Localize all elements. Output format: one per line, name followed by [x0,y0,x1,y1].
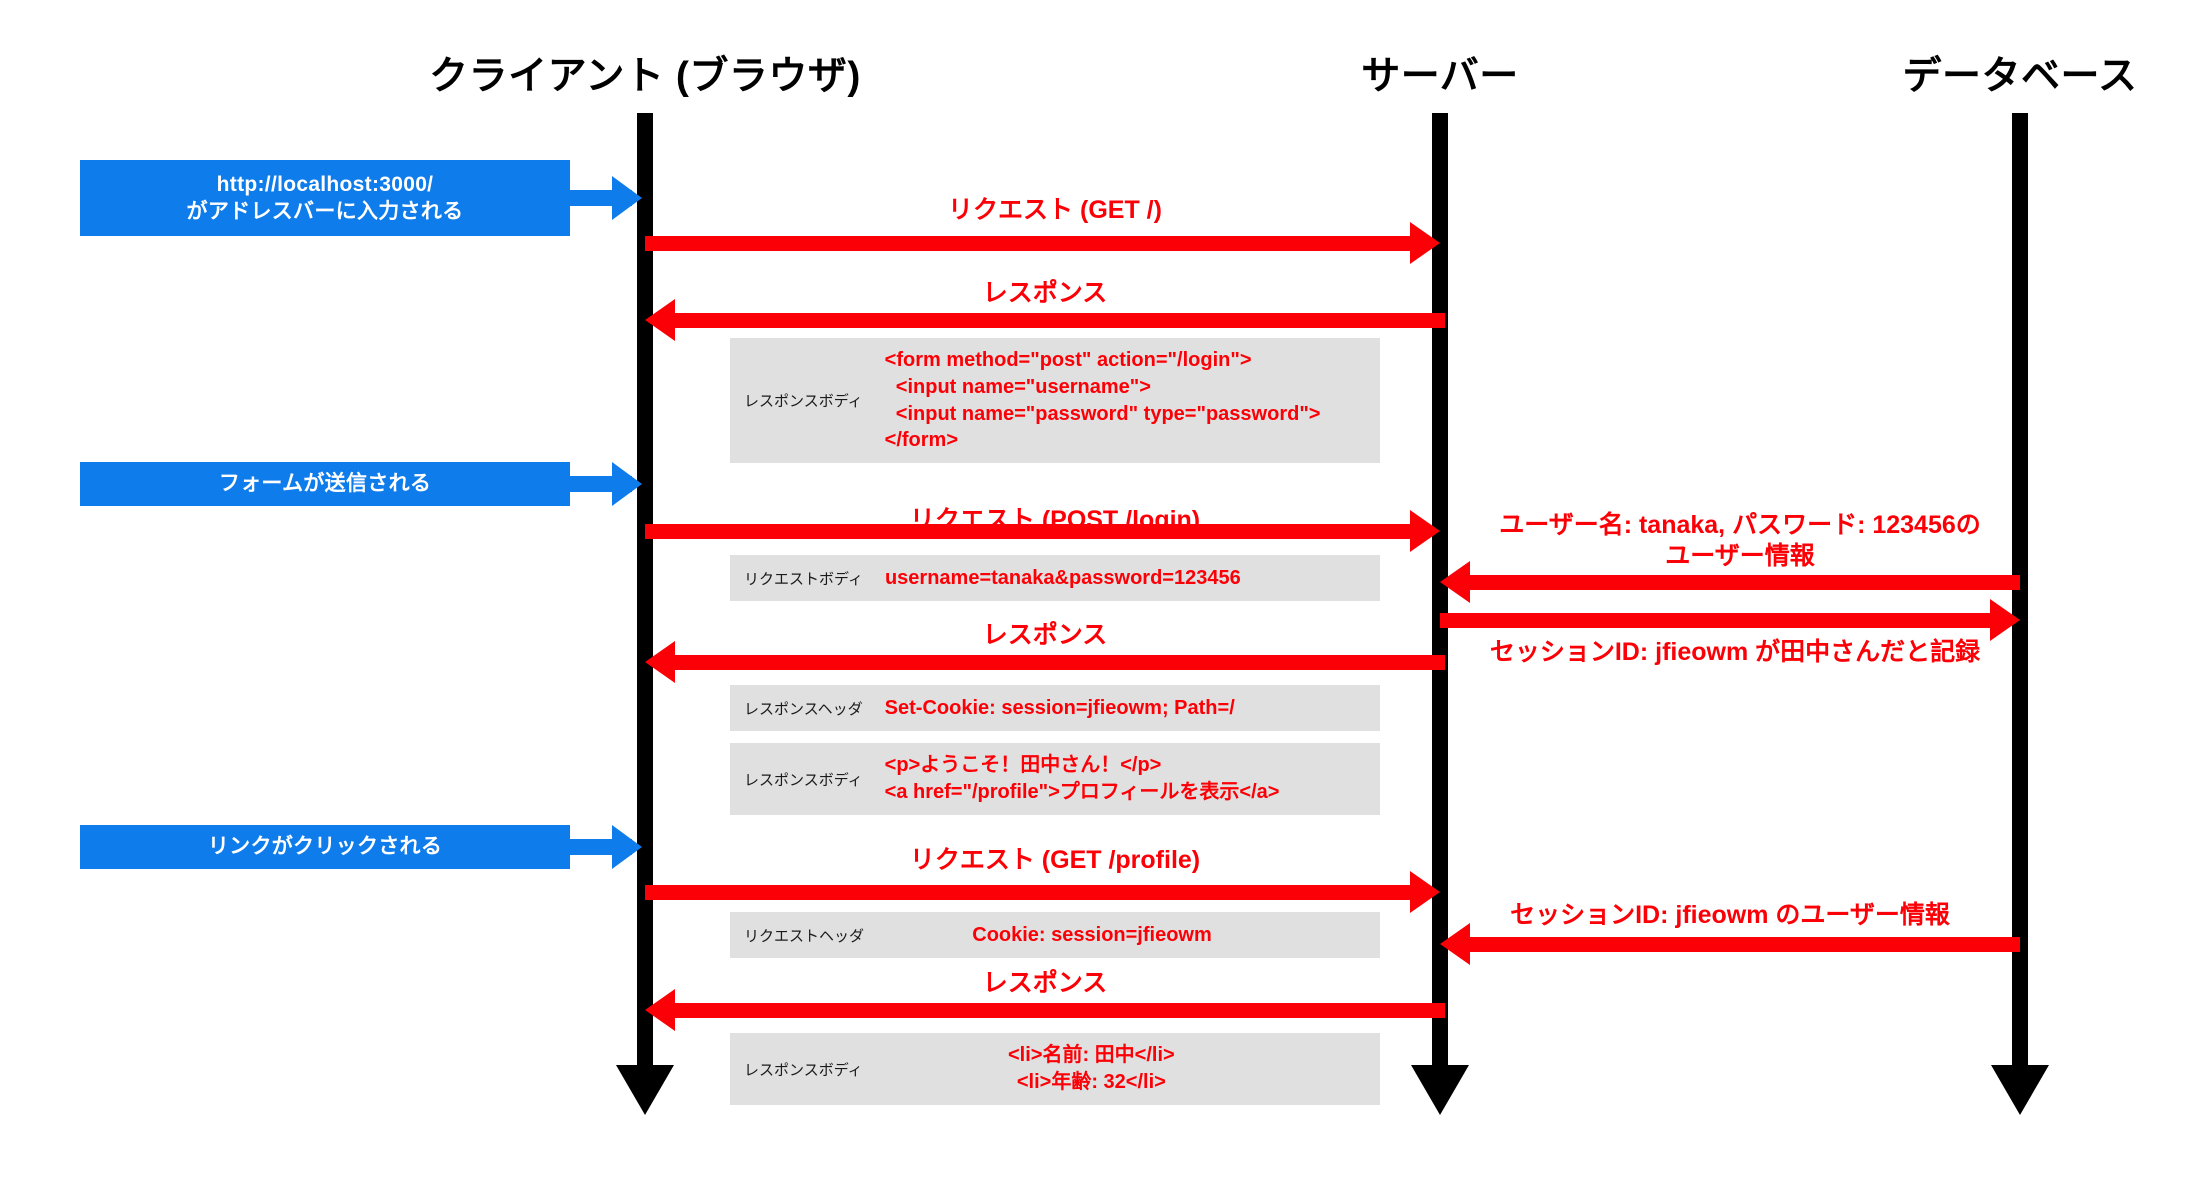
note-response-body-profile-label: レスポンスボディ [744,1061,863,1079]
message-arrowhead-req-get-profile [1410,871,1440,913]
message-arrowhead-db-session-lookup [1440,923,1470,965]
note-request-header-cookie-label: リクエストヘッダ [744,927,865,945]
note-response-body-profile-code: <li>名前: 田中</li> <li>年齢: 32</li> [1007,1044,1175,1093]
note-response-body-form: レスポンスボディ <form method="post" action="/lo… [730,338,1380,463]
participant-title-server: サーバー [1361,55,1519,98]
message-shaft-res-root [675,313,1445,328]
message-label-req-get-root: リクエスト (GET /) [948,196,1162,224]
message-label-res-login: レスポンス [982,621,1108,649]
message-label-db-user-lookup-line2: ユーザー情報 [1665,542,1815,571]
message-label-db-session-lookup: セッションID: jfieowm のユーザー情報 [1510,901,1950,929]
message-arrowhead-req-post-login [1410,510,1440,552]
message-arrowhead-db-user-lookup [1440,561,1470,603]
actor-event-url-entered-arrow-head [612,176,642,220]
lifeline-database-end-arrow [1991,1065,2049,1115]
note-response-header-cookie: レスポンスヘッダ Set-Cookie: session=jfieowm; Pa… [730,685,1380,731]
note-response-header-cookie-label: レスポンスヘッダ [744,700,863,718]
actor-event-url-entered-line2: がアドレスバーに入力される [186,200,464,223]
actor-event-form-submitted: フォームが送信される [80,462,570,506]
message-label-db-user-lookup: ユーザー名: tanaka, パスワード: 123456の ユーザー情報 [1460,510,2020,573]
message-shaft-db-session-lookup [1470,937,2020,952]
lifeline-database [2012,113,2028,1068]
message-label-db-user-lookup-line1: ユーザー名: tanaka, パスワード: 123456の [1499,511,1981,539]
participant-title-database: データベース [1902,55,2138,98]
note-response-header-cookie-code: Set-Cookie: session=jfieowm; Path=/ [884,696,1235,719]
note-request-body-login-code: username=tanaka&password=123456 [884,566,1241,589]
message-shaft-res-profile [675,1003,1445,1018]
lifeline-client [637,113,653,1068]
message-label-res-root: レスポンス [982,279,1108,307]
actor-event-form-submitted-line1: フォームが送信される [218,472,432,496]
message-shaft-res-login [675,655,1445,670]
actor-event-link-clicked-line1: リンクがクリックされる [207,835,443,859]
message-shaft-req-get-root [645,236,1410,251]
note-response-body-profile: レスポンスボディ <li>名前: 田中</li> <li>年齢: 32</li> [730,1033,1380,1105]
note-response-body-form-label: レスポンスボディ [744,393,863,410]
actor-event-url-entered-line1: http://localhost:3000/ [216,172,434,196]
message-label-db-session-write: セッションID: jfieowm が田中さんだと記録 [1489,638,1981,666]
actor-event-link-clicked: リンクがクリックされる [80,825,570,869]
message-arrowhead-res-root [645,299,675,341]
message-arrowhead-db-session-write [1990,599,2020,641]
note-response-body-welcome-label: レスポンスボディ [744,771,863,789]
message-shaft-req-get-profile [645,885,1410,900]
note-request-body-login-label: リクエストボディ [744,570,863,588]
message-label-res-profile: レスポンス [982,969,1108,997]
note-response-body-welcome-code: <p>ようこそ！田中さん！</p> <a href="/profile">プロフ… [884,754,1280,803]
message-shaft-req-post-login [645,524,1410,539]
message-shaft-db-session-write [1440,613,1990,628]
note-request-body-login: リクエストボディ username=tanaka&password=123456 [730,555,1380,601]
note-response-body-form-code: <form method="post" action="/login"> <in… [884,349,1321,452]
message-arrowhead-res-login [645,641,675,683]
actor-event-form-submitted-arrow-head [612,462,642,506]
actor-event-url-entered: http://localhost:3000/ がアドレスバーに入力される [80,160,570,236]
message-shaft-db-user-lookup [1470,575,2020,590]
note-request-header-cookie-code: Cookie: session=jfieowm [972,923,1212,946]
actor-event-link-clicked-arrow-head [612,825,642,869]
lifeline-client-end-arrow [616,1065,674,1115]
message-arrowhead-res-profile [645,989,675,1031]
lifeline-server-end-arrow [1411,1065,1469,1115]
message-label-req-get-profile: リクエスト (GET /profile) [909,846,1201,874]
message-arrowhead-req-get-root [1410,222,1440,264]
participant-title-client: クライアント (ブラウザ) [429,55,861,98]
note-response-body-welcome: レスポンスボディ <p>ようこそ！田中さん！</p> <a href="/pro… [730,743,1380,815]
note-request-header-cookie: リクエストヘッダ Cookie: session=jfieowm [730,912,1380,958]
